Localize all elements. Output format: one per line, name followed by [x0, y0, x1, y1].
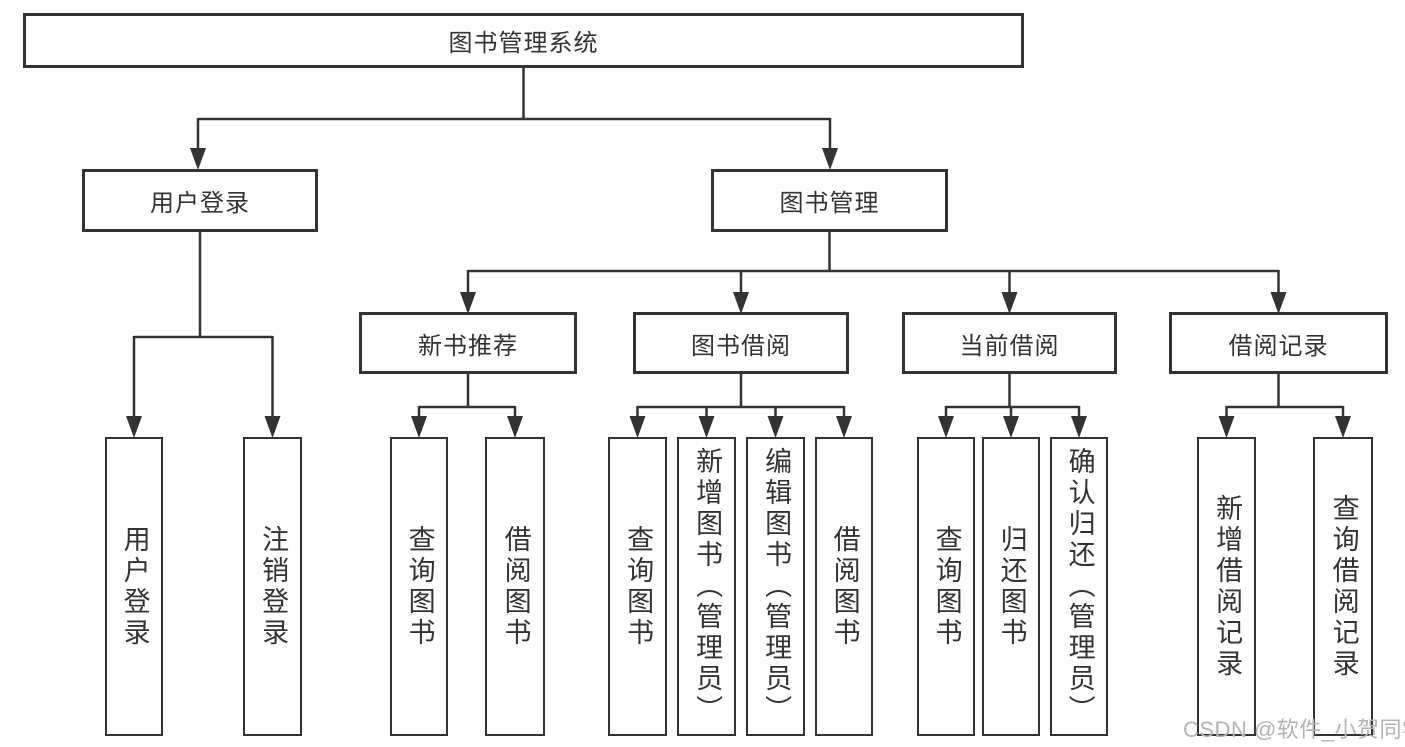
connector-current-to-leaves: [944, 374, 1081, 417]
node-library-management-system: 图书管理系统: [23, 13, 1024, 68]
arrowhead: [822, 148, 838, 170]
arrowhead: [1335, 416, 1351, 438]
arrowhead: [1071, 416, 1087, 438]
node-user-login: 用户登录: [82, 169, 318, 232]
arrowhead: [836, 416, 852, 438]
connector-recommend-to-leaves: [417, 374, 517, 417]
leaf-user-login: 用户登录: [105, 437, 163, 736]
arrowhead: [767, 416, 784, 438]
node-book-borrow: 图书借阅: [633, 312, 849, 374]
arrowhead: [733, 292, 749, 314]
node-new-book-recommend: 新书推荐: [359, 312, 577, 374]
arrowhead: [1270, 292, 1287, 314]
csdn-watermark: CSDN @软件_小贺同学: [1183, 717, 1405, 742]
leaf-logout: 注销登录: [243, 437, 302, 736]
connector-login-to-leaves: [132, 232, 274, 417]
leaf-confirm-return-admin: 确认归还（管理员）: [1050, 437, 1108, 736]
connector-management-to-level3: [466, 232, 1280, 293]
arrowhead: [1003, 416, 1019, 438]
arrowhead: [629, 416, 646, 438]
node-book-management: 图书管理: [711, 169, 948, 232]
leaf-recommend-query-book: 查询图书: [390, 437, 448, 736]
leaf-current-query-book: 查询图书: [917, 437, 975, 736]
arrowhead: [460, 292, 476, 314]
arrowhead: [1218, 416, 1235, 438]
arrowhead: [1001, 292, 1018, 314]
arrowhead: [126, 416, 142, 438]
connector-records-to-leaves: [1225, 374, 1345, 417]
node-borrow-records: 借阅记录: [1169, 312, 1388, 374]
leaf-add-borrow-record: 新增借阅记录: [1197, 437, 1256, 736]
leaf-borrow-book: 借阅图书: [815, 437, 873, 736]
arrowhead: [264, 416, 281, 438]
leaf-edit-book-admin: 编辑图书（管理员）: [746, 437, 805, 736]
arrowhead: [507, 416, 523, 438]
arrowhead: [698, 416, 715, 438]
arrowhead: [938, 416, 954, 438]
connector-borrow-to-leaves: [636, 374, 846, 417]
leaf-borrow-query-book: 查询图书: [608, 437, 667, 736]
node-current-borrow: 当前借阅: [902, 312, 1117, 374]
leaf-query-borrow-record: 查询借阅记录: [1313, 437, 1373, 736]
connector-root-to-level2: [196, 68, 832, 150]
leaf-return-book: 归还图书: [982, 437, 1040, 736]
arrowhead: [190, 148, 206, 170]
leaf-recommend-borrow-book: 借阅图书: [485, 437, 545, 736]
arrowhead: [411, 416, 427, 438]
leaf-add-book-admin: 新增图书（管理员）: [677, 437, 736, 736]
